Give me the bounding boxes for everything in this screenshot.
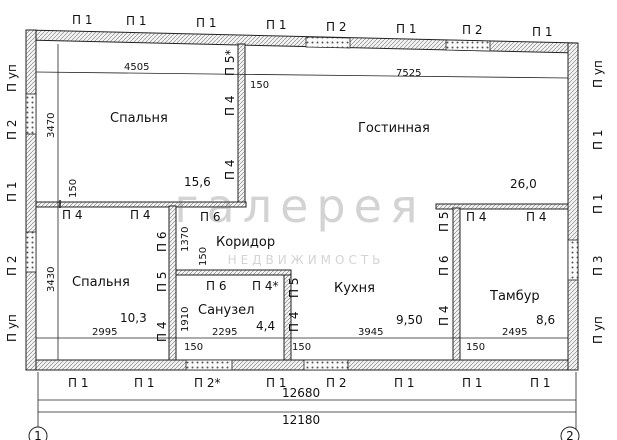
dimension: 12180 [282, 413, 320, 427]
right-label: П уп [591, 316, 605, 344]
top-label: П 1 [396, 22, 416, 36]
inner-label: П 4 [466, 210, 486, 224]
inner-label: П 4 [155, 322, 169, 342]
inner-label: П 5* [223, 50, 237, 76]
left-label: П уп [5, 64, 19, 92]
top-wall-labels: П 1 П 1 П 1 П 1 П 2 П 1 П 2 П 1 [72, 13, 552, 39]
inner-label: П 4 [223, 96, 237, 116]
top-label: П 1 [126, 14, 146, 28]
bottom-label: П 2* [194, 376, 220, 390]
top-label: П 2 [326, 20, 346, 34]
inner-label: П 5 [287, 278, 301, 298]
dimension: 150 [68, 179, 79, 198]
room-area: 26,0 [510, 177, 537, 191]
bottom-label: П 1 [394, 376, 414, 390]
room-name: Гостинная [358, 121, 430, 136]
room-area: 8,6 [536, 313, 555, 327]
bottom-wall-labels: П 1 П 1 П 2* П 1 П 2 П 1 П 1 П 1 [68, 376, 550, 390]
inner-label: П 6 [206, 279, 226, 293]
inner-label: П 4 [223, 160, 237, 180]
windows [25, 36, 579, 371]
right-label: П 3 [591, 256, 605, 276]
room-area: 10,3 [120, 311, 147, 325]
inner-label: П 4 [437, 306, 451, 326]
axis-markers: 1 2 [28, 426, 580, 440]
dimension: 150 [292, 342, 311, 353]
dimension: 3945 [358, 327, 383, 338]
dimension: 3430 [46, 267, 57, 292]
inner-label: П 6 [155, 232, 169, 252]
right-label: П 1 [591, 130, 605, 150]
dimension: 2295 [212, 327, 237, 338]
left-wall-labels: П уп П 2 П 1 П 2 П уп [5, 64, 19, 342]
inner-label: П 4 [62, 208, 82, 222]
room-name: Коридор [216, 235, 275, 250]
bottom-label: П 1 [462, 376, 482, 390]
room-name: Кухня [334, 281, 375, 296]
inner-label: П 5 [437, 212, 451, 232]
dimension: 3470 [46, 113, 57, 138]
dimension: 4505 [124, 62, 149, 73]
dimension-labels: 4505 7525 150 3470 150 3430 1370 150 191… [46, 62, 527, 427]
axis-label-1: 1 [34, 429, 42, 440]
watermark-sub: НЕДВИЖИМОСТЬ [228, 253, 385, 267]
top-label: П 1 [532, 25, 552, 39]
dimension: 150 [184, 342, 203, 353]
bottom-label: П 1 [266, 376, 286, 390]
room-area: 15,6 [184, 175, 211, 189]
dimension: 150 [198, 247, 209, 266]
dimension-lines [35, 44, 577, 430]
right-label: П 1 [591, 194, 605, 214]
inner-label: П 4 [526, 210, 546, 224]
left-label: П 2 [5, 256, 19, 276]
left-label: П уп [5, 314, 19, 342]
inner-label: П 6 [437, 256, 451, 276]
room-area: 9,50 [396, 313, 423, 327]
room-name: Санузел [198, 303, 254, 318]
right-label: П уп [591, 60, 605, 88]
room-name: Спальня [110, 111, 168, 126]
watermark-main: галерея [174, 179, 425, 233]
dimension: 2495 [502, 327, 527, 338]
left-label: П 1 [5, 182, 19, 202]
top-label: П 2 [462, 23, 482, 37]
interior-wall-labels: П 5* П 4 П 4 П 4 П 4 П 6 П 6 П 5 П 4 П 6… [62, 50, 546, 342]
bottom-label: П 1 [134, 376, 154, 390]
dimension: 150 [466, 342, 485, 353]
left-label: П 2 [5, 120, 19, 140]
bottom-label: П 2 [326, 376, 346, 390]
dimension: 12680 [282, 386, 320, 400]
inner-label: П 4 [130, 208, 150, 222]
inner-label: П 6 [200, 210, 220, 224]
dimension: 1910 [180, 307, 191, 332]
room-name: Спальня [72, 275, 130, 290]
right-wall-labels: П уп П 1 П 1 П 3 П уп [591, 60, 605, 344]
outer-walls [25, 29, 579, 371]
inner-label: П 4* [252, 279, 278, 293]
inner-label: П 4 [287, 312, 301, 332]
room-labels: Спальня 15,6 Гостинная 26,0 Спальня 10,3… [72, 111, 555, 333]
dimension: 7525 [396, 68, 421, 79]
dimension: 150 [250, 80, 269, 91]
room-name: Тамбур [489, 289, 540, 304]
top-label: П 1 [196, 16, 216, 30]
interior-walls [35, 43, 569, 361]
bottom-label: П 1 [530, 376, 550, 390]
bottom-label: П 1 [68, 376, 88, 390]
top-label: П 1 [72, 13, 92, 27]
axis-label-2: 2 [566, 429, 574, 440]
inner-label: П 5 [155, 272, 169, 292]
top-label: П 1 [266, 18, 286, 32]
watermark: галерея НЕДВИЖИМОСТЬ [174, 179, 425, 267]
room-area: 4,4 [256, 319, 275, 333]
dimension: 2995 [92, 327, 117, 338]
dimension: 1370 [180, 227, 191, 252]
